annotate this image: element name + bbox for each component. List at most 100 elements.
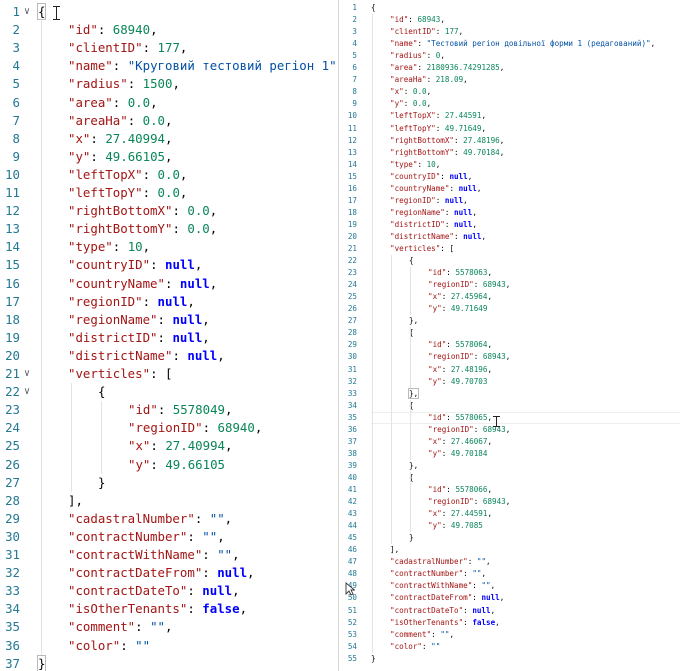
right-json-editor[interactable]: 1{2"id": 68943,3"clientID": 177,4"name":… bbox=[343, 0, 680, 671]
code-content: "countryName": null, bbox=[371, 183, 481, 195]
code-line[interactable]: 26"y": 49.66105 bbox=[0, 456, 338, 474]
code-line[interactable]: 28], bbox=[0, 492, 338, 510]
code-line[interactable]: 16"countryName": null, bbox=[0, 275, 338, 293]
code-line[interactable]: 9"y": 49.66105, bbox=[0, 148, 338, 166]
code-line[interactable]: 34{ bbox=[343, 400, 680, 412]
code-line[interactable]: 32"y": 49.70703 bbox=[343, 376, 680, 388]
code-line[interactable]: 35"id": 5578065, bbox=[343, 412, 680, 424]
code-line[interactable]: 13"rightBottomY": 0.0, bbox=[0, 220, 338, 238]
code-line[interactable]: 46], bbox=[343, 544, 680, 556]
code-line[interactable]: 4"name": "Тестовий регіон довільної форм… bbox=[343, 38, 680, 50]
code-line[interactable]: 36"color": "" bbox=[0, 637, 338, 655]
code-line[interactable]: 6"area": 2180936.74291285, bbox=[343, 62, 680, 74]
code-line[interactable]: 53"comment": "", bbox=[343, 629, 680, 641]
code-line[interactable]: 6"area": 0.0, bbox=[0, 94, 338, 112]
code-line[interactable]: 37"x": 27.46067, bbox=[343, 436, 680, 448]
code-line[interactable]: 49"contractWithName": "", bbox=[343, 580, 680, 592]
code-line[interactable]: 41"id": 5578066, bbox=[343, 484, 680, 496]
code-line[interactable]: 1∨{ bbox=[0, 3, 338, 21]
code-line[interactable]: 7"areaHa": 218.09, bbox=[343, 74, 680, 86]
code-line[interactable]: 3"clientID": 177, bbox=[0, 39, 338, 57]
code-line[interactable]: 25"x": 27.40994, bbox=[0, 437, 338, 455]
code-line[interactable]: 9"y": 0.0, bbox=[343, 98, 680, 110]
code-line[interactable]: 34"isOtherTenants": false, bbox=[0, 600, 338, 618]
code-line[interactable]: 18"regionName": null, bbox=[0, 311, 338, 329]
code-line[interactable]: 13"rightBottomY": 49.70184, bbox=[343, 147, 680, 159]
code-line[interactable]: 24"regionID": 68940, bbox=[0, 419, 338, 437]
code-line[interactable]: 22{ bbox=[343, 255, 680, 267]
code-line[interactable]: 5"radius": 0, bbox=[343, 50, 680, 62]
code-line[interactable]: 12"rightBottomX": 27.48196, bbox=[343, 135, 680, 147]
code-line[interactable]: 55} bbox=[343, 653, 680, 665]
code-line[interactable]: 36"regionID": 68943, bbox=[343, 424, 680, 436]
code-line[interactable]: 23"id": 5578063, bbox=[343, 267, 680, 279]
code-line[interactable]: 7"areaHa": 0.0, bbox=[0, 112, 338, 130]
code-line[interactable]: 2"id": 68943, bbox=[343, 14, 680, 26]
code-line[interactable]: 24"regionID": 68943, bbox=[343, 279, 680, 291]
code-line[interactable]: 50"contractDateFrom": null, bbox=[343, 592, 680, 604]
code-line[interactable]: 3"clientID": 177, bbox=[343, 26, 680, 38]
code-line[interactable]: 51"contractDateTo": null, bbox=[343, 605, 680, 617]
code-line[interactable]: 8"x": 0.0, bbox=[343, 86, 680, 98]
code-line[interactable]: 15"countryID": null, bbox=[0, 256, 338, 274]
code-line[interactable]: 38"y": 49.70184 bbox=[343, 448, 680, 460]
code-line[interactable]: 10"leftTopX": 27.44591, bbox=[343, 110, 680, 122]
code-line[interactable]: 32"contractDateFrom": null, bbox=[0, 564, 338, 582]
code-line[interactable]: 39}, bbox=[343, 460, 680, 472]
code-line[interactable]: 8"x": 27.40994, bbox=[0, 130, 338, 148]
code-line[interactable]: 30"contractNumber": "", bbox=[0, 528, 338, 546]
code-line[interactable]: 27}, bbox=[343, 315, 680, 327]
code-line[interactable]: 23"id": 5578049, bbox=[0, 401, 338, 419]
code-line[interactable]: 5"radius": 1500, bbox=[0, 75, 338, 93]
code-line[interactable]: 14"type": 10, bbox=[343, 159, 680, 171]
fold-chevron-icon[interactable]: ∨ bbox=[24, 368, 31, 379]
code-line[interactable]: 21∨"verticles": [ bbox=[0, 365, 338, 383]
code-line[interactable]: 44"y": 49.7085 bbox=[343, 520, 680, 532]
code-line[interactable]: 19"districtID": null, bbox=[0, 329, 338, 347]
code-line[interactable]: 47"cadastralNumber": "", bbox=[343, 556, 680, 568]
line-number: 13 bbox=[347, 147, 357, 157]
code-line[interactable]: 10"leftTopX": 0.0, bbox=[0, 166, 338, 184]
code-line[interactable]: 2"id": 68940, bbox=[0, 21, 338, 39]
code-line[interactable]: 27} bbox=[0, 474, 338, 492]
code-line[interactable]: 11"leftTopY": 49.71649, bbox=[343, 123, 680, 135]
left-json-editor[interactable]: 1∨{2"id": 68940,3"clientID": 177,4"name"… bbox=[0, 0, 338, 671]
code-line[interactable]: 29"cadastralNumber": "", bbox=[0, 510, 338, 528]
code-line[interactable]: 19"districtID": null, bbox=[343, 219, 680, 231]
code-line[interactable]: 20"districtName": null, bbox=[343, 231, 680, 243]
code-line[interactable]: 20"districtName": null, bbox=[0, 347, 338, 365]
code-line[interactable]: 25"x": 27.45964, bbox=[343, 291, 680, 303]
code-line[interactable]: 48"contractNumber": "", bbox=[343, 568, 680, 580]
code-line[interactable]: 14"type": 10, bbox=[0, 238, 338, 256]
code-line[interactable]: 35"comment": "", bbox=[0, 618, 338, 636]
code-line[interactable]: 16"countryName": null, bbox=[343, 183, 680, 195]
code-line[interactable]: 40{ bbox=[343, 472, 680, 484]
code-token: : bbox=[435, 27, 445, 37]
code-line[interactable]: 22∨{ bbox=[0, 383, 338, 401]
code-line[interactable]: 15"countryID": null, bbox=[343, 171, 680, 183]
code-line[interactable]: 52"isOtherTenants": false, bbox=[343, 617, 680, 629]
code-line[interactable]: 42"regionID": 68943, bbox=[343, 496, 680, 508]
code-line[interactable]: 30"regionID": 68943, bbox=[343, 351, 680, 363]
code-line[interactable]: 18"regionName": null, bbox=[343, 207, 680, 219]
code-line[interactable]: 28{ bbox=[343, 327, 680, 339]
code-line[interactable]: 11"leftTopY": 0.0, bbox=[0, 184, 338, 202]
code-line[interactable]: 21"verticles": [ bbox=[343, 243, 680, 255]
code-line[interactable]: 37} bbox=[0, 654, 338, 671]
code-line[interactable]: 29"id": 5578064, bbox=[343, 339, 680, 351]
code-line[interactable]: 45} bbox=[343, 532, 680, 544]
fold-chevron-icon[interactable]: ∨ bbox=[24, 6, 31, 17]
code-line[interactable]: 43"x": 27.44591, bbox=[343, 508, 680, 520]
code-line[interactable]: 1{ bbox=[343, 2, 680, 14]
code-line[interactable]: 17"regionID": null, bbox=[0, 293, 338, 311]
code-line[interactable]: 26"y": 49.71649 bbox=[343, 303, 680, 315]
code-line[interactable]: 12"rightBottomX": 0.0, bbox=[0, 202, 338, 220]
code-line[interactable]: 54"color": "" bbox=[343, 641, 680, 653]
fold-chevron-icon[interactable]: ∨ bbox=[24, 386, 31, 398]
code-line[interactable]: 31"contractWithName": "", bbox=[0, 546, 338, 564]
code-line[interactable]: 33"contractDateTo": null, bbox=[0, 582, 338, 600]
code-line[interactable]: 33}, bbox=[343, 387, 680, 400]
code-line[interactable]: 17"regionID": null, bbox=[343, 195, 680, 207]
code-line[interactable]: 4"name": "Круговий тестовий регіон 1", bbox=[0, 57, 338, 75]
code-line[interactable]: 31"x": 27.48196, bbox=[343, 364, 680, 376]
